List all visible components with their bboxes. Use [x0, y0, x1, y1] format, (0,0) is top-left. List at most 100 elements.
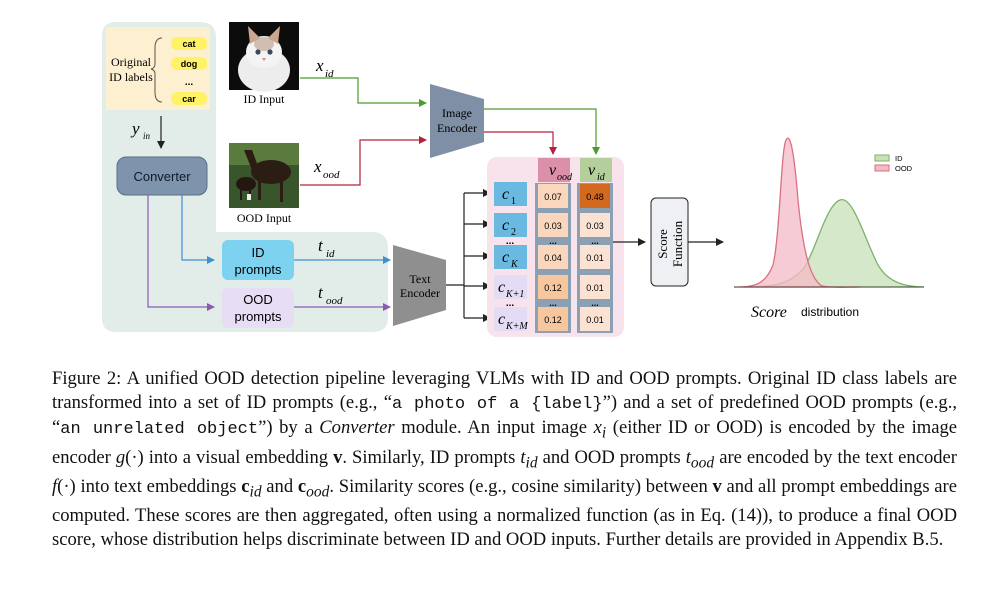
score-value-ood-0: 0.07: [544, 192, 562, 202]
svg-text:ood: ood: [326, 295, 343, 307]
svg-text:ood: ood: [323, 169, 340, 181]
svg-text:in: in: [143, 131, 151, 141]
svg-text:prompts: prompts: [235, 309, 282, 324]
svg-text:c: c: [498, 311, 505, 328]
id-input-label: ID Input: [244, 92, 286, 106]
svg-text:2: 2: [511, 227, 516, 238]
arrow-ood-input-to-image-encoder: [300, 136, 427, 186]
converter-block: Converter: [116, 156, 208, 196]
figure-caption: Figure 2: A unified OOD detection pipeli…: [52, 368, 957, 550]
cK1-box: [494, 275, 527, 299]
svg-text:ood: ood: [557, 172, 573, 183]
cKM-box: [494, 307, 527, 331]
score-cell-id-4: [580, 307, 610, 331]
labels-title: Original: [111, 55, 152, 69]
legend-ood: OOD: [895, 164, 913, 173]
x-id-label: x id: [315, 56, 334, 80]
svg-text:Text: Text: [409, 272, 431, 286]
svg-text:...: ...: [549, 236, 557, 246]
score-value-ood-3: 0.12: [544, 283, 562, 293]
arrow-converter-to-id-prompts: [181, 195, 215, 264]
ood-prompts-block: OOD prompts: [222, 288, 294, 328]
id-prompts-block: ID prompts: [222, 240, 294, 280]
score-cell-ood-3: [538, 275, 568, 299]
svg-text:c: c: [498, 279, 505, 296]
score-dist-label: distribution: [801, 305, 859, 319]
score-dist-italic: Score: [751, 304, 787, 321]
score-value-id-0: 0.48: [586, 192, 604, 202]
svg-text:ID: ID: [252, 245, 265, 260]
svg-text:c: c: [502, 186, 509, 203]
ood-curve: [733, 137, 861, 288]
label-dots: ...: [185, 77, 194, 88]
label-car: car: [182, 94, 196, 104]
svg-text:v: v: [588, 162, 596, 179]
score-function: Score Function: [650, 197, 689, 287]
c2-box: [494, 213, 527, 237]
arrow-converter-to-ood-prompts: [147, 195, 215, 311]
svg-text:y: y: [130, 119, 140, 138]
svg-text:Image: Image: [442, 106, 472, 120]
score-cell-ood-0: [538, 184, 568, 208]
label-cat: cat: [182, 39, 195, 49]
score-cell-ood-4: [538, 307, 568, 331]
cK-box: [494, 245, 527, 269]
legend-id: ID: [895, 154, 903, 163]
svg-text:id: id: [326, 248, 335, 260]
svg-text:Function: Function: [670, 220, 685, 267]
svg-text:...: ...: [591, 298, 599, 308]
arrow-id-input-to-image-encoder: [300, 77, 427, 107]
score-value-id-4: 0.01: [586, 315, 604, 325]
v-id-header: [580, 158, 612, 182]
svg-text:c: c: [502, 217, 509, 234]
label-tag-cat: [171, 37, 207, 50]
svg-text:v: v: [549, 162, 557, 179]
svg-text:prompts: prompts: [235, 262, 282, 277]
svg-text:Score: Score: [655, 229, 670, 259]
ood-input-image: [229, 143, 299, 208]
image-encoder: Image Encoder: [430, 84, 484, 158]
svg-text:OOD: OOD: [243, 292, 273, 307]
ood-input-label: OOD Input: [237, 211, 292, 225]
t-id-label: t id: [318, 236, 335, 260]
v-ood-header: [538, 158, 570, 182]
svg-text:x: x: [315, 56, 324, 75]
arrow-encoder-to-v-id: [484, 108, 600, 155]
label-tag-dog: [171, 57, 207, 70]
score-cell-ood-1: [538, 213, 568, 237]
score-value-id-3: 0.01: [586, 283, 604, 293]
svg-text:...: ...: [549, 298, 557, 308]
t-ood-label: t ood: [318, 283, 343, 307]
score-value-id-2: 0.01: [586, 253, 604, 263]
c1-box: [494, 182, 527, 206]
svg-text:id: id: [325, 68, 334, 80]
score-cell-ood-2: [538, 245, 568, 269]
svg-text:Encoder: Encoder: [400, 286, 440, 300]
svg-text:t: t: [318, 236, 324, 255]
svg-text:...: ...: [506, 236, 515, 247]
label-tag-car: [171, 92, 207, 105]
score-cell-id-3: [580, 275, 610, 299]
score-value-id-1: 0.03: [586, 221, 604, 231]
svg-text:id: id: [597, 172, 606, 183]
pipeline-figure: Original ID labels cat dog ... car y in …: [102, 22, 925, 337]
svg-text:K+1: K+1: [505, 289, 524, 300]
score-value-ood-1: 0.03: [544, 221, 562, 231]
text-encoder-fanout: [446, 189, 491, 322]
svg-text:x: x: [313, 157, 322, 176]
svg-text:c: c: [502, 249, 509, 266]
score-cell-id-2: [580, 245, 610, 269]
score-cell-id-0: [580, 184, 610, 208]
text-encoder: Text Encoder: [393, 245, 446, 326]
svg-text:...: ...: [591, 236, 599, 246]
score-value-ood-4: 0.12: [544, 315, 562, 325]
svg-text:...: ...: [506, 298, 515, 309]
converter-label: Converter: [133, 169, 191, 184]
x-ood-label: x ood: [313, 157, 340, 181]
arrow-encoder-to-v-ood: [484, 131, 557, 155]
y-in-label: y in: [130, 119, 151, 141]
svg-text:K: K: [510, 259, 519, 270]
labels-title2: ID labels: [109, 70, 153, 84]
svg-text:t: t: [318, 283, 324, 302]
label-dog: dog: [181, 59, 198, 69]
